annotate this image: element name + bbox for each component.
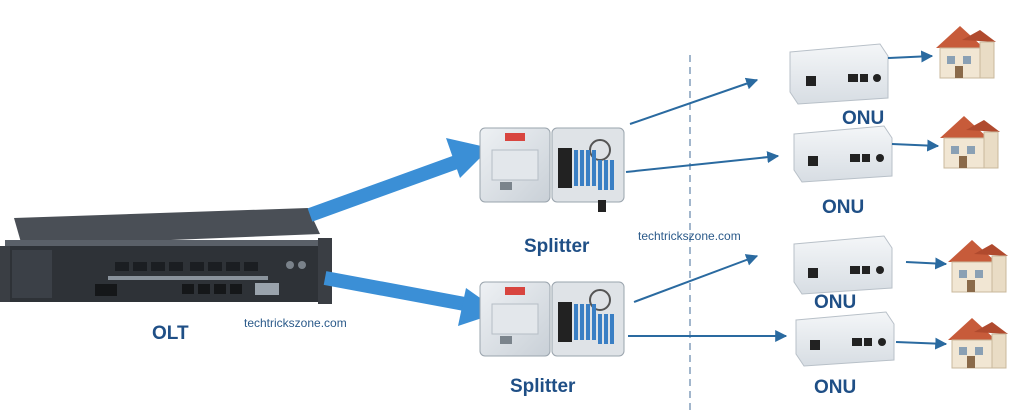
thick-arrow-bottom bbox=[323, 271, 500, 326]
thin-arrow-2 bbox=[625, 151, 780, 173]
olt-label: OLT bbox=[152, 323, 189, 344]
onu-label-3: ONU bbox=[814, 292, 857, 313]
onu-device-3 bbox=[793, 235, 893, 295]
onu-device-1 bbox=[789, 43, 889, 105]
splitter-watermark: techtrickszone.com bbox=[638, 229, 741, 243]
house-icon-3 bbox=[948, 240, 1008, 293]
house-icon-1 bbox=[936, 26, 996, 79]
olt-device bbox=[0, 208, 332, 304]
splitter-box-bottom bbox=[479, 281, 625, 357]
house-icon-4 bbox=[948, 318, 1008, 369]
house-arrow-3 bbox=[905, 257, 948, 270]
house-arrow-4 bbox=[895, 337, 948, 350]
olt-watermark: techtrickszone.com bbox=[244, 316, 347, 330]
onu-label-1: ONU bbox=[842, 108, 885, 129]
onu-label-4: ONU bbox=[814, 377, 857, 398]
thin-arrow-1 bbox=[629, 77, 759, 125]
splitter-box-top bbox=[479, 127, 625, 212]
house-arrow-2 bbox=[891, 139, 940, 152]
onu-device-4 bbox=[795, 311, 895, 367]
thin-arrow-3 bbox=[633, 254, 759, 303]
onu-device-2 bbox=[793, 125, 893, 183]
thick-arrow-top bbox=[307, 138, 490, 222]
splitter-top-label: Splitter bbox=[524, 236, 590, 257]
house-arrow-1 bbox=[887, 50, 934, 63]
onu-label-2: ONU bbox=[822, 197, 865, 218]
house-icon-2 bbox=[940, 116, 1000, 169]
splitter-bottom-label: Splitter bbox=[510, 376, 576, 397]
